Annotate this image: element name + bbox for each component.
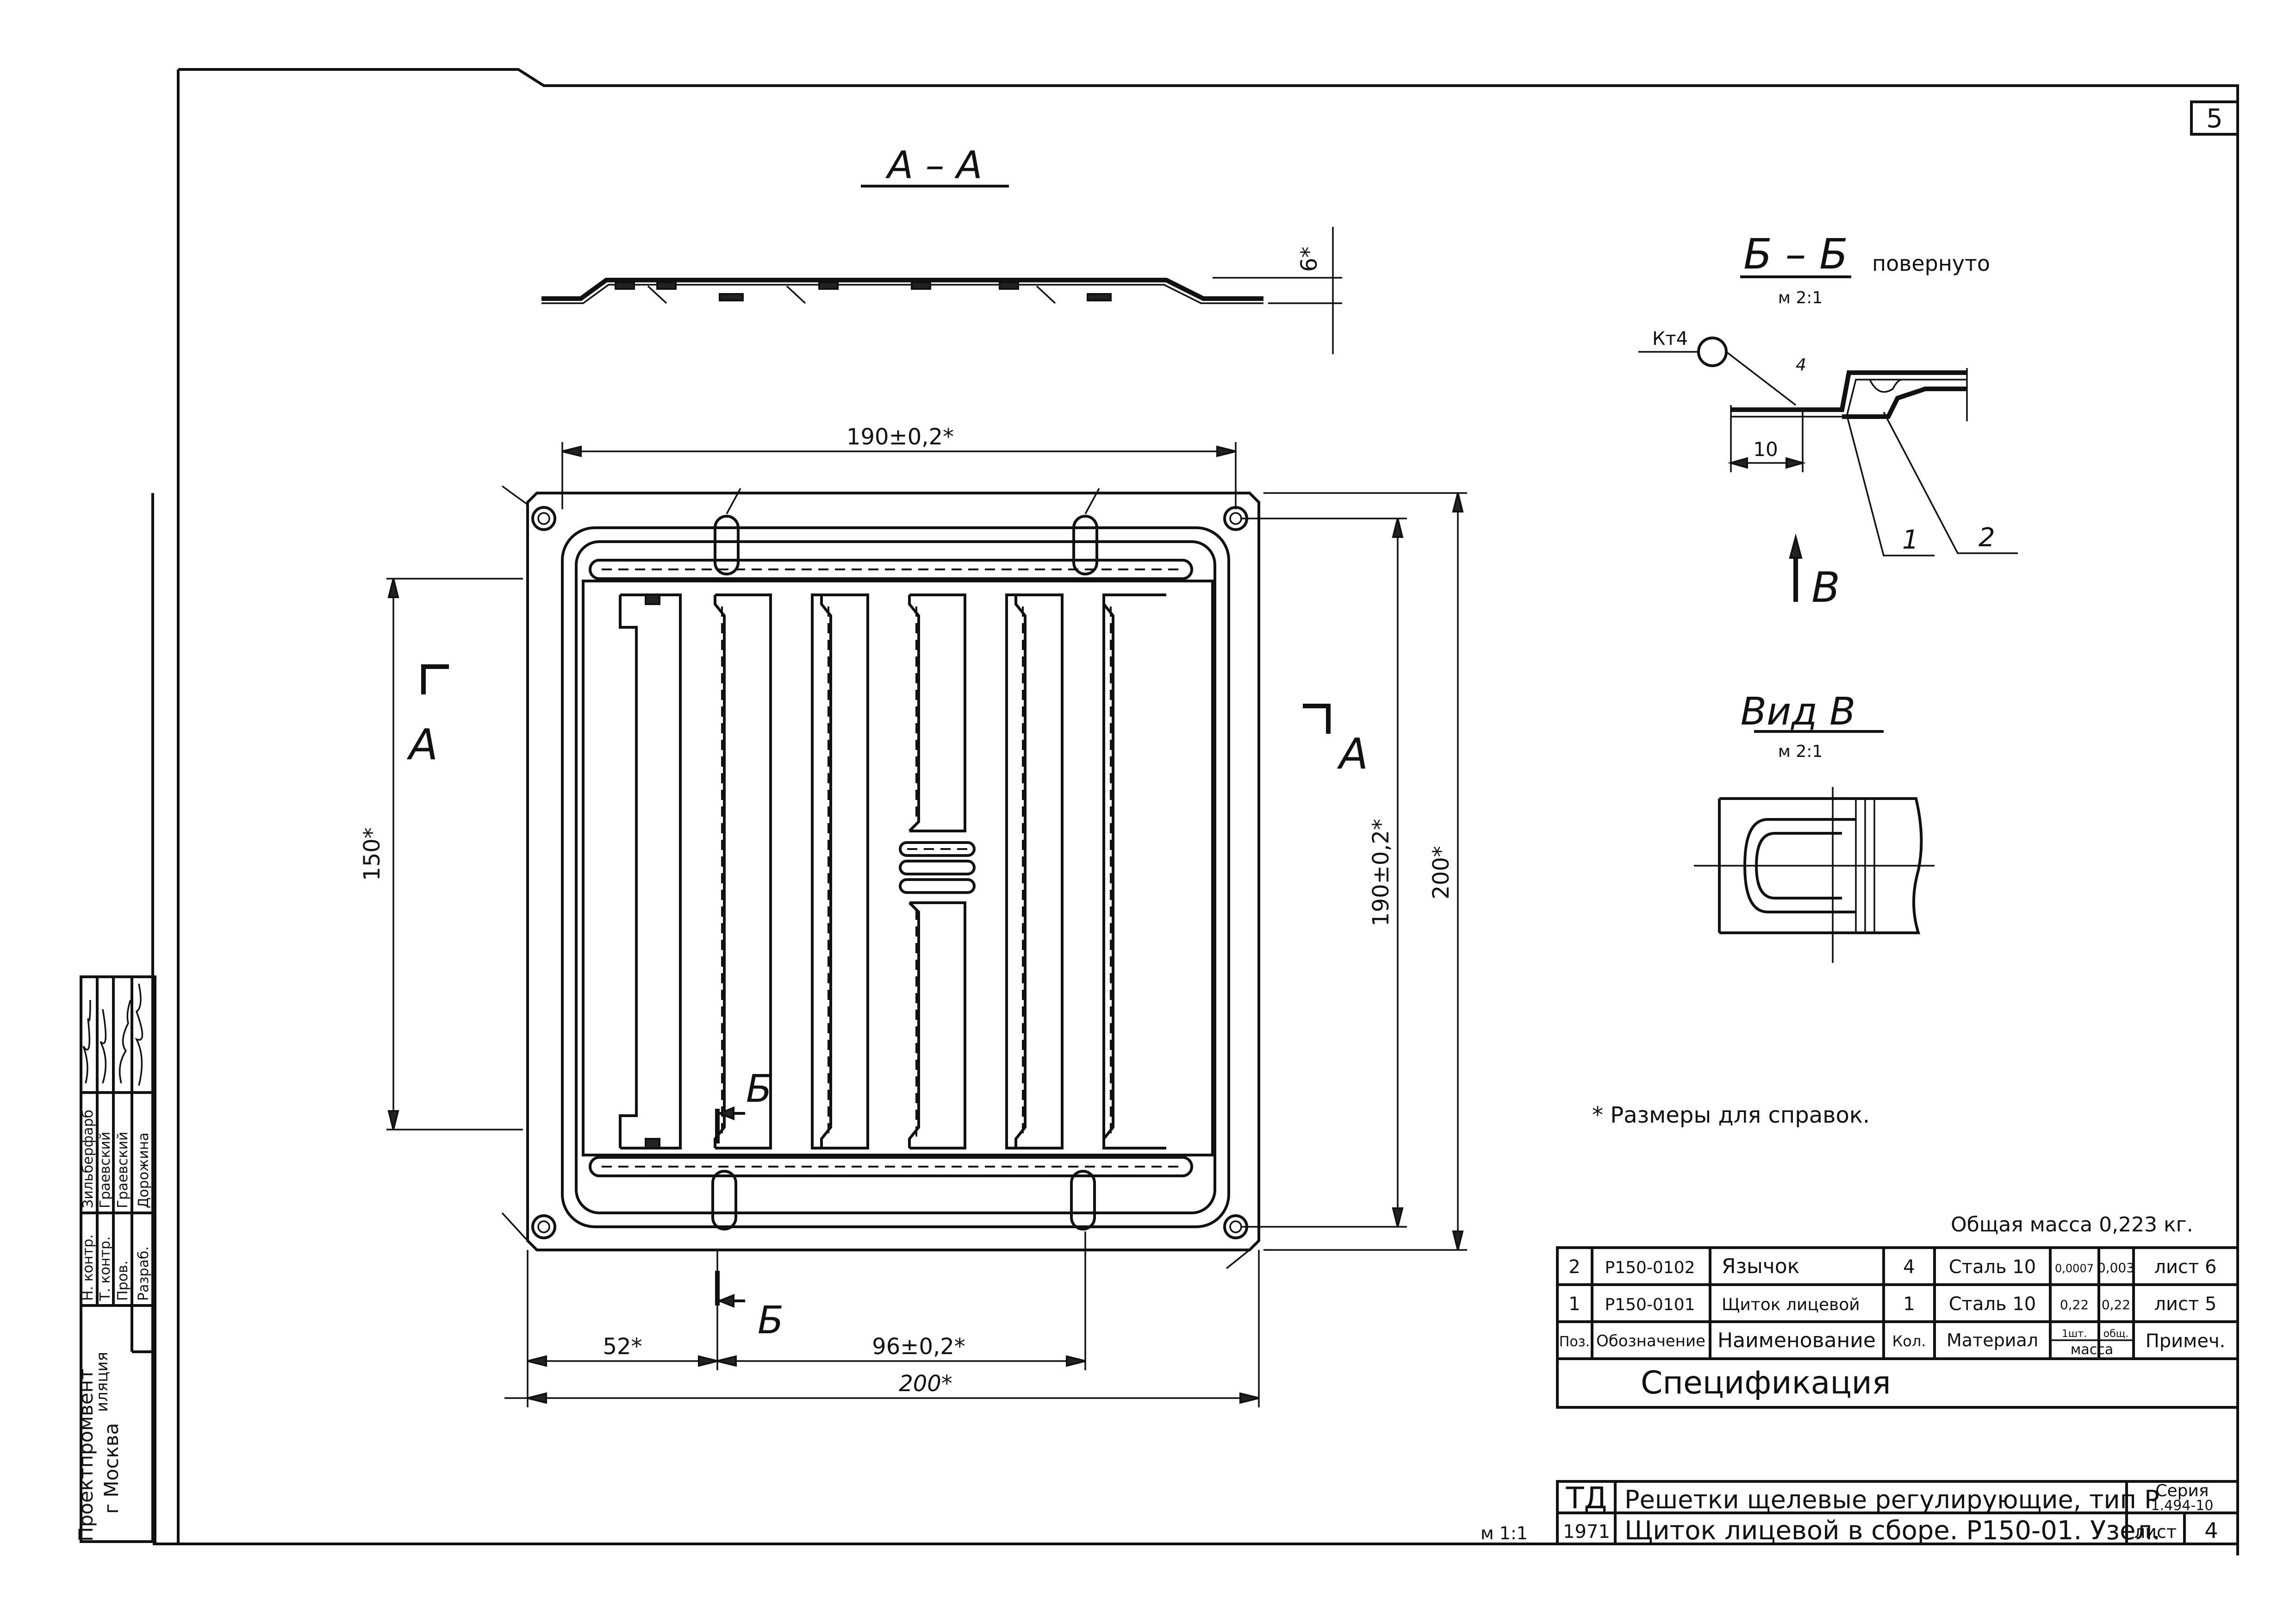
series-number: 1.494-10 <box>2151 1498 2214 1514</box>
row-2-mass-one: 0,22 <box>2060 1297 2089 1312</box>
header-mass-one: 1шт. <box>2062 1328 2087 1340</box>
name-2: Граевский <box>97 1132 113 1208</box>
dim-bottom-left: 52* <box>603 1334 642 1360</box>
title-line-2: Щиток лицевой в сборе. Р150-01. Узел. <box>1624 1516 2160 1546</box>
title-block: ТД 1971 Решетки щелевые регулирующие, ти… <box>1481 1480 2239 1546</box>
section-aa-title: А – А <box>885 144 982 187</box>
row-1-name: Язычок <box>1722 1255 1799 1278</box>
tongues <box>711 488 1100 1230</box>
header-note: Примеч. <box>2146 1330 2226 1352</box>
row-2-code: Р150-0101 <box>1605 1295 1695 1314</box>
dim-right-outer: 200* <box>1428 846 1454 899</box>
pos-2-label: 2 <box>1979 523 1995 553</box>
section-aa: А – А 6* <box>541 144 1342 354</box>
header-code: Обозначение <box>1596 1332 1705 1350</box>
name-4: Дорожина <box>136 1132 152 1208</box>
cut-b-bottom: Б <box>758 1299 784 1343</box>
name-3: Граевский <box>115 1132 131 1208</box>
td-mark: ТД <box>1565 1481 1607 1516</box>
role-3: Пров. <box>115 1261 131 1301</box>
pos-1-label: 1 <box>1902 525 1919 555</box>
row-1-note: лист 6 <box>2154 1256 2216 1278</box>
sheet-index: 4 <box>2204 1518 2218 1543</box>
section-bb-scale: м 2:1 <box>1778 288 1823 307</box>
row-1-mass-total: 0,003 <box>2097 1260 2134 1275</box>
row-2-name: Щиток лицевой <box>1722 1295 1860 1314</box>
row-1-code: Р150-0102 <box>1605 1258 1695 1277</box>
header-mass-total: общ. <box>2103 1328 2129 1340</box>
scale-label: м 1:1 <box>1481 1523 1528 1543</box>
signatures <box>82 983 143 1086</box>
year: 1971 <box>1563 1521 1610 1543</box>
side-stamp: Н. контр. Т. контр. Пров. Разраб. Зильбе… <box>75 975 156 1543</box>
sheet-number-box <box>2190 100 2239 136</box>
series-label: Серия <box>2155 1481 2209 1500</box>
weld-leg: 4 <box>1796 356 1806 375</box>
row-2-note: лист 5 <box>2154 1293 2216 1315</box>
slot-bars <box>619 593 1166 1149</box>
dim-top: 190±0,2* <box>846 424 954 450</box>
cut-b-top: Б <box>746 1067 772 1111</box>
view-v-scale: м 2:1 <box>1778 742 1823 761</box>
view-v-title: Вид В <box>1741 690 1856 734</box>
view-v: Вид В м 2:1 <box>1694 690 1935 963</box>
stamp-dept: иляция <box>93 1352 112 1412</box>
section-bb: Б – Б повернуто м 2:1 Кт4 4 10 1 2 В <box>1638 230 2018 612</box>
section-aa-dim: 6* <box>1296 247 1322 272</box>
row-2-qty: 1 <box>1903 1293 1915 1315</box>
row-1-material: Сталь 10 <box>1949 1256 2036 1278</box>
role-1: Н. контр. <box>80 1234 96 1301</box>
name-1: Зильберфарб <box>80 1110 96 1208</box>
arrow-v-label: В <box>1811 563 1840 612</box>
role-2: Т. контр. <box>97 1236 113 1301</box>
row-2-mass-total: 0,22 <box>2102 1297 2130 1312</box>
dim-left: 150* <box>359 827 385 881</box>
section-bb-note: повернуто <box>1872 251 1990 276</box>
dim-bottom-total: 200* <box>899 1371 952 1397</box>
title-line-1: Решетки щелевые регулирующие, тип Р <box>1624 1485 2159 1514</box>
row-1-qty: 4 <box>1903 1256 1915 1278</box>
spec-table: 2 Р150-0102 Язычок 4 Сталь 10 0,0007 0,0… <box>1556 1246 2239 1409</box>
header-mass: масса <box>2071 1342 2113 1358</box>
spec-title: Спецификация <box>1641 1365 1891 1401</box>
corner-holes <box>531 506 1248 1239</box>
cut-mark-left: А <box>407 720 438 769</box>
dim-bottom-mid: 96±0,2* <box>872 1334 965 1360</box>
weld-label: Кт4 <box>1652 328 1688 350</box>
total-mass: Общая масса 0,223 кг. <box>1951 1213 2193 1237</box>
sheet-label: лист <box>2134 1522 2177 1542</box>
stamp-city: г Москва <box>100 1423 123 1514</box>
header-pos: Поз. <box>1559 1334 1590 1350</box>
role-4: Разраб. <box>136 1246 152 1301</box>
header-qty: Кол. <box>1892 1332 1926 1350</box>
section-bb-dim: 10 <box>1753 438 1778 461</box>
header-material: Материал <box>1947 1330 2038 1350</box>
main-view: А А Б Б 190±0,2* 150* 190±0,2* <box>359 424 1467 1407</box>
reference-note: * Размеры для справок. <box>1592 1102 1870 1128</box>
row-2-pos: 1 <box>1568 1293 1580 1315</box>
stamp-org: Проектпромвент <box>75 1368 97 1542</box>
cut-mark-right: А <box>1337 729 1369 779</box>
dim-right-inner: 190±0,2* <box>1368 819 1394 926</box>
row-1-mass-one: 0,0007 <box>2055 1262 2094 1275</box>
section-bb-title: Б – Б <box>1743 230 1848 279</box>
row-1-pos: 2 <box>1568 1256 1580 1278</box>
row-2-material: Сталь 10 <box>1949 1293 2036 1315</box>
header-name: Наименование <box>1717 1329 1876 1352</box>
sheet-number: 5 <box>2206 104 2223 134</box>
